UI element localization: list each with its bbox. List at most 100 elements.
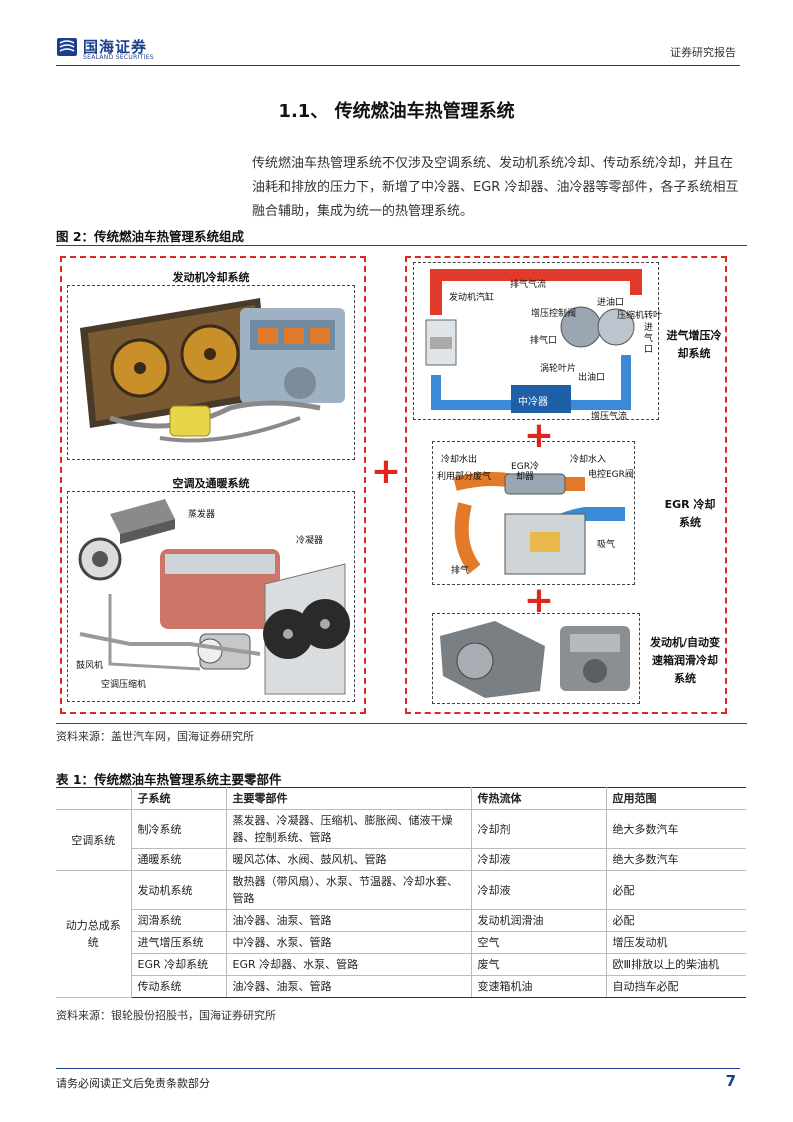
table-row: 润滑系统 油冷器、油泵、管路 发动机润滑油 必配 [56,909,746,932]
subsystem-cell: EGR 冷却系统 [130,953,227,976]
header-cell [56,787,132,810]
section-paragraph: 传统燃油车热管理系统不仅涉及空调系统、发动机系统冷却、传动系统冷却，并且在油耗和… [252,156,739,219]
egr-illustration [453,472,625,575]
radiator-icon [80,298,270,428]
group-cell: 动力总成系统 [56,870,132,998]
fluid-cell: 发动机润滑油 [470,909,607,932]
engine-cooling-panel [67,285,355,460]
table-row: 进气增压系统 中冷器、水泵、管路 空气 增压发动机 [56,931,746,954]
intercooler-label: 中冷器 [518,397,548,408]
table-row: EGR 冷却系统 EGR 冷却器、水泵、管路 废气 欧Ⅲ排放以上的柴油机 [56,953,746,976]
transmission-panel [432,613,640,704]
section-title: 1.1、 传统燃油车热管理系统 [278,101,515,122]
fluid-cell: 空气 [470,931,607,954]
subsystem-cell: 制冷系统 [130,809,227,849]
coolant-out-label: 冷却水出 [441,455,478,465]
parts-cell: 中冷器、水泵、管路 [225,931,472,954]
header-cell: 子系统 [130,787,227,810]
subsystem-cell: 润滑系统 [130,909,227,932]
egr-cooling-label: EGR 冷却系统 [664,498,716,529]
page-number: 7 [725,1072,736,1090]
blower-icon [78,537,122,581]
turbocharger-icon [560,306,635,348]
fluid-cell: 废气 [470,953,607,976]
egr-cooler-icon [504,473,566,495]
fluid-cell: 变速箱机油 [470,975,607,998]
engine-cooling-illustration [80,298,345,443]
egr-exhaust-label: 排气 [451,566,470,576]
fluid-cell: 冷却剂 [470,809,607,849]
scope-cell: 必配 [605,870,746,910]
engine-illustration-icon [160,549,280,629]
parts-cell: EGR 冷却器、水泵、管路 [225,953,472,976]
condenser-icon [263,563,350,695]
compressor-shaft-label: 压缩机转叶 [617,311,663,321]
egr-valve-label: 电控EGR阀 [588,470,634,480]
header-cell: 传热流体 [470,787,607,810]
oil-in-label: 进油口 [597,298,625,308]
fluid-cell: 冷却液 [470,848,607,871]
scope-cell: 绝大多数汽车 [605,809,746,849]
exhaust-flow-label: 排气气流 [510,280,547,290]
scope-cell: 绝大多数汽车 [605,848,746,871]
plus-sign-bottom: + [523,580,555,621]
intake-port-label: 进气口 [644,323,654,355]
transmission-icon [440,621,545,698]
fluid-cell: 冷却液 [470,870,607,910]
boost-flow-label: 增压气流 [591,412,628,422]
cylinder-label: 发动机汽缸 [449,293,495,303]
exhaust-port-label: 排气口 [530,336,558,346]
exhaust-reuse-label: 利用部分废气 [437,472,492,482]
coolant-in-label: 冷却水入 [570,455,607,465]
evaporator-icon [110,499,175,544]
subsystem-cell: 发动机系统 [130,870,227,910]
footer-disclaimer: 请务必阅读正文后免责条款部分 [56,1077,210,1090]
condenser-label: 冷凝器 [296,536,324,546]
right-frame [405,256,727,714]
intercooler-icon [511,385,571,413]
left-frame [60,256,366,714]
table-header-row: 子系统 主要零部件 传热流体 应用范围 [56,787,746,810]
table-title: 表 1：传统燃油车热管理系统主要零部件 [56,772,282,787]
cylinder-icon [425,319,457,366]
sealand-logo-icon [57,38,77,56]
figure-top-rule [56,245,747,246]
table-source: 资料来源：银轮股份招股书，国海证券研究所 [56,1009,276,1022]
wastegate-label: 增压控制阀 [531,309,577,319]
turbo-intercooler-illustration [425,269,642,413]
table-row: 通暖系统 暖风芯体、水阀、鼓风机、管路 冷却液 绝大多数汽车 [56,848,746,871]
intake-boost-panel [413,262,659,420]
egr-panel [432,441,635,585]
header-cell: 应用范围 [605,787,746,810]
footer-divider [56,1068,740,1069]
subsystem-cell: 通暖系统 [130,848,227,871]
turbine-label: 涡轮叶片 [540,364,577,374]
table-row: 空调系统 制冷系统 蒸发器、冷凝器、压缩机、膨胀阀、储液干燥器、控制系统、管路 … [56,809,746,871]
scope-cell: 欧Ⅲ排放以上的柴油机 [605,953,746,976]
egr-intake-label: 吸气 [597,540,616,550]
subsystem-cell: 进气增压系统 [130,931,227,954]
evaporator-label: 蒸发器 [188,510,216,520]
report-type: 证券研究报告 [670,46,736,59]
engine-block-icon [240,308,345,403]
scope-cell: 增压发动机 [605,931,746,954]
engine-icon [560,626,630,691]
header-cell: 主要零部件 [225,787,472,810]
figure-source: 资料来源：盖世汽车网，国海证券研究所 [56,730,254,743]
header-divider [56,65,740,66]
egr-cooler-label: EGR冷却器 [511,462,539,482]
ac-heating-panel [67,491,355,702]
brand-name-en: SEALAND SECURITIES [83,54,154,61]
subsystem-cell: 传动系统 [130,975,227,998]
blower-label: 鼓风机 [76,661,104,671]
plus-sign-top: + [523,415,555,456]
figure-bottom-rule [56,723,747,724]
engine-cooling-label: 发动机冷却系统 [172,271,250,284]
oil-out-label: 出油口 [578,373,606,383]
parts-cell: 蒸发器、冷凝器、压缩机、膨胀阀、储液干燥器、控制系统、管路 [225,809,472,849]
parts-cell: 散热器（带风扇）、水泵、节温器、冷却水套、管路 [225,870,472,910]
scope-cell: 必配 [605,909,746,932]
scope-cell: 自动挡车必配 [605,975,746,998]
figure-caption: 图 2：传统燃油车热管理系统组成 [56,229,245,244]
table-row: 动力总成系统 发动机系统 散热器（带风扇）、水泵、节温器、冷却水套、管路 冷却液… [56,870,746,998]
